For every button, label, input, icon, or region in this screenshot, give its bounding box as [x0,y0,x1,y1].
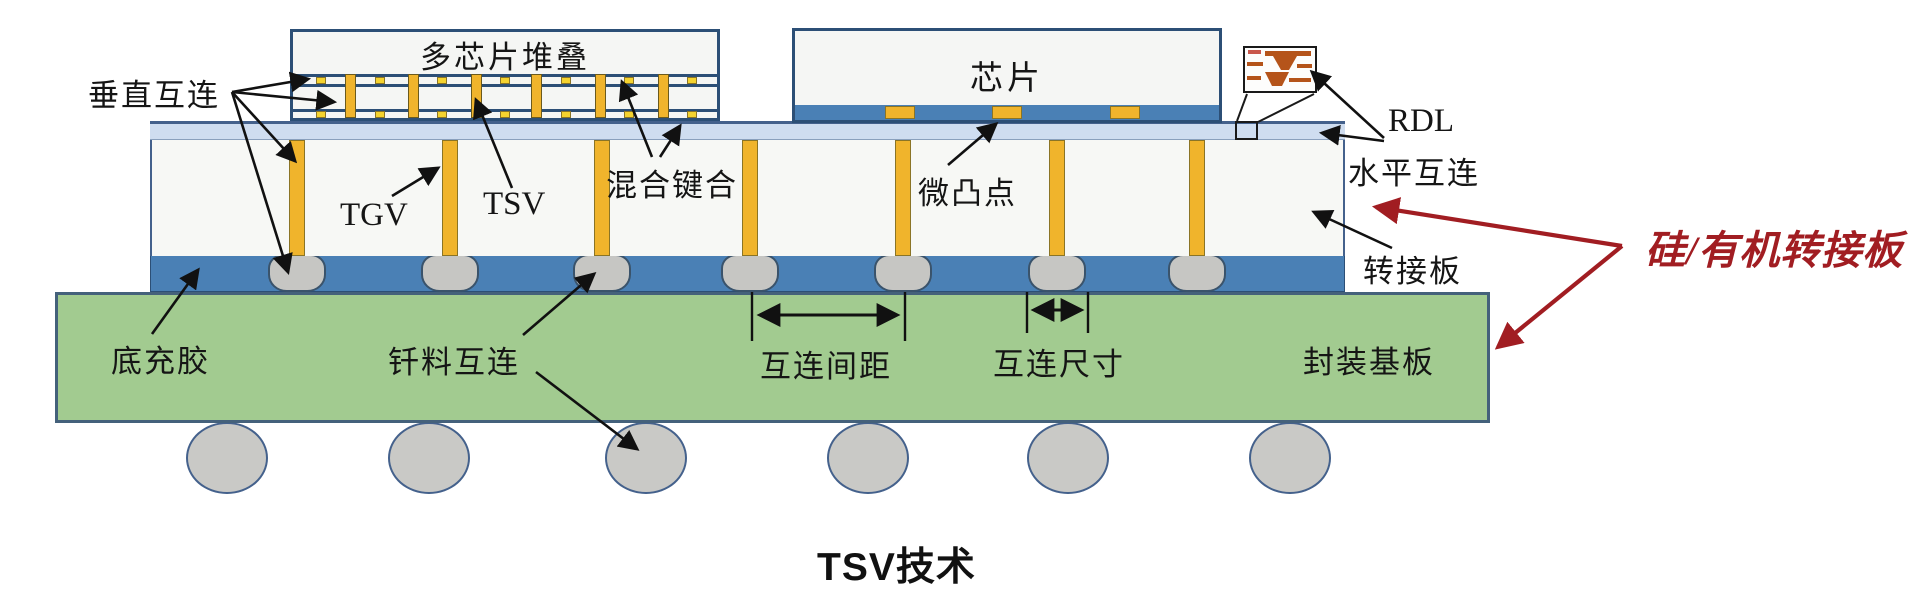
arrow-rdl-inset [1309,69,1385,139]
bond-pad [375,111,385,118]
interconnect-size-label: 互连尺寸 [993,347,1125,382]
bond-pad [687,77,697,84]
arrow-interposer [1311,209,1393,250]
bond-pad [316,77,326,84]
stack-tsv-bar [345,74,356,118]
arrow-vertical-interconnect-3 [231,91,298,164]
bga-ball [388,422,470,494]
red-arrow-interposer [1371,197,1623,249]
underfill-label: 底充胶 [111,344,210,379]
arrow-underfill [150,267,200,335]
multi-chip-stack: 多芯片堆叠 [290,29,720,121]
stack-bond-line [293,74,717,77]
diagram-title: TSV技术 [817,546,976,589]
arrow-hybrid-bonding-2 [658,123,682,158]
interposer-via [442,140,458,256]
arrow-vertical-interconnect-4 [230,91,293,275]
interposer-via [289,140,305,256]
bond-pad [500,77,510,84]
arrow-vertical-interconnect-1 [231,71,312,94]
tgv-label: TGV [340,197,408,233]
chip-bump-layer [795,105,1219,120]
arrow-rdl-layer [1318,124,1385,146]
rdl-inset-view [1243,46,1317,93]
vertical-interconnect-label: 垂直互连 [88,78,220,113]
rdl-label: RDL [1388,103,1454,139]
bga-ball [1249,422,1331,494]
bond-pad [437,111,447,118]
chip-label: 芯片 [970,61,1044,97]
arrow-tsv [473,97,514,189]
stack-tsv-bar [531,74,542,118]
interconnect-pitch-label: 互连间距 [760,349,892,384]
inset-connector-line [1257,93,1315,123]
arrow-hybrid-bonding-1 [618,79,654,158]
multi-chip-stack-label: 多芯片堆叠 [420,40,590,75]
bond-pad [375,77,385,84]
bond-pad [561,77,571,84]
arrow-vertical-interconnect-2 [231,89,338,111]
solder-bump [874,254,932,292]
arrow-tgv [391,166,441,198]
interposer-via [594,140,610,256]
micro-bump [885,106,915,119]
solder-interconnect-label: 钎料互连 [388,345,520,380]
bond-pad [316,111,326,118]
interposer-via [895,140,911,256]
rdl-zoom-marker [1235,121,1258,140]
interposer-label: 转接板 [1363,254,1462,289]
bga-ball [186,422,268,494]
bond-pad [624,111,634,118]
bond-pad [437,77,447,84]
hybrid-bonding-label: 混合键合 [606,168,738,203]
interposer-via [1049,140,1065,256]
si-organic-interposer-note: 硅/有机转接板 [1645,228,1904,273]
stack-bond-line [293,84,717,87]
interposer-via [1189,140,1205,256]
chip: 芯片 [792,28,1222,123]
red-arrow-substrate [1494,244,1624,350]
package-substrate-label: 封装基板 [1303,345,1435,380]
micro-bump [992,106,1022,119]
rdl-layer [150,121,1345,140]
bga-ball [827,422,909,494]
horizontal-interconnect-label: 水平互连 [1348,156,1480,191]
bga-ball [1027,422,1109,494]
micro-bump [1110,106,1140,119]
micro-bump-label: 微凸点 [918,176,1017,211]
bond-pad [500,111,510,118]
arrow-solder-2 [535,370,640,451]
stack-tsv-bar [595,74,606,118]
stack-tsv-bar [408,74,419,118]
stack-bond-line [293,109,717,112]
bond-pad [687,111,697,118]
stack-tsv-bar [658,74,669,118]
tsv-label: TSV [483,186,546,222]
arrow-solder-1 [522,271,597,336]
bond-pad [561,111,571,118]
solder-bump [721,254,779,292]
arrow-micro-bump [947,121,999,166]
interposer-via [742,140,758,256]
inset-connector-line [1236,93,1248,122]
rdl-trace-pattern [1247,50,1312,86]
